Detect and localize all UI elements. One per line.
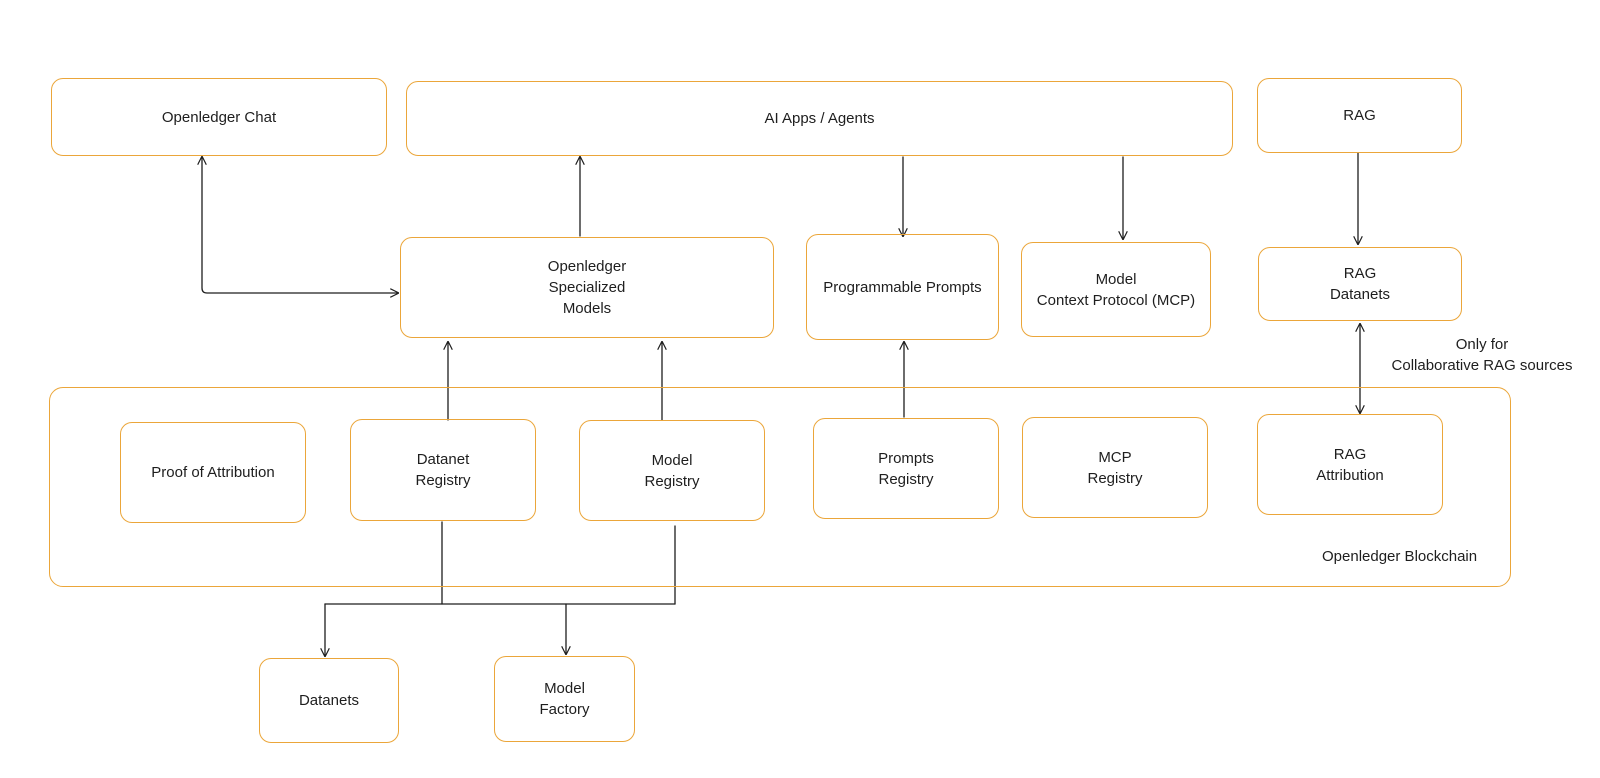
openledger-blockchain-container	[49, 387, 1511, 587]
model-factory-label: Model Factory	[539, 680, 590, 718]
ai-apps-agents-label: AI Apps / Agents	[764, 110, 875, 127]
proof-of-attribution-label: Proof of Attribution	[151, 464, 275, 481]
blockchain-label: Openledger Blockchain	[1322, 548, 1478, 565]
specialized-models-node[interactable]: Openledger Specialized Models	[400, 237, 774, 338]
prompts-registry-label: Prompts Registry	[878, 449, 934, 488]
openledger-chat-node[interactable]: Openledger Chat	[51, 78, 387, 156]
openledger-chat-label: Openledger Chat	[161, 108, 277, 126]
proof-of-attribution-node[interactable]: Proof of Attribution	[120, 422, 306, 523]
ai-apps-agents-node[interactable]: AI Apps / Agents	[406, 81, 1233, 156]
collaborative-rag-note: Only for Collaborative RAG sources	[1391, 336, 1573, 374]
model-registry-label: Model Registry	[644, 451, 700, 490]
specialized-models-label: Openledger Specialized Models	[547, 258, 627, 317]
model-factory-node[interactable]: Model Factory	[494, 656, 635, 742]
mcp-registry-label: MCP Registry	[1087, 448, 1143, 487]
datanet-registry-node[interactable]: Datanet Registry	[350, 419, 536, 521]
rag-node[interactable]: RAG	[1257, 78, 1462, 153]
datanets-node[interactable]: Datanets	[259, 658, 399, 743]
arrow-chat-to-specialized-models	[202, 157, 398, 293]
rag-attribution-node[interactable]: RAG Attribution	[1257, 414, 1443, 515]
model-registry-node[interactable]: Model Registry	[579, 420, 765, 521]
mcp-registry-node[interactable]: MCP Registry	[1022, 417, 1208, 518]
datanet-registry-label: Datanet Registry	[415, 451, 471, 489]
prompts-registry-node[interactable]: Prompts Registry	[813, 418, 999, 519]
mcp-label: Model Context Protocol (MCP)	[1036, 270, 1196, 309]
programmable-prompts-node[interactable]: Programmable Prompts	[806, 234, 999, 340]
rag-label: RAG	[1343, 107, 1376, 124]
datanets-label: Datanets	[298, 692, 360, 709]
mcp-node[interactable]: Model Context Protocol (MCP)	[1021, 242, 1211, 337]
programmable-prompts-label: Programmable Prompts	[823, 278, 982, 296]
rag-attribution-label: RAG Attribution	[1316, 445, 1384, 484]
rag-datanets-node[interactable]: RAG Datanets	[1258, 247, 1462, 321]
rag-datanets-label: RAG Datanets	[1329, 265, 1391, 303]
